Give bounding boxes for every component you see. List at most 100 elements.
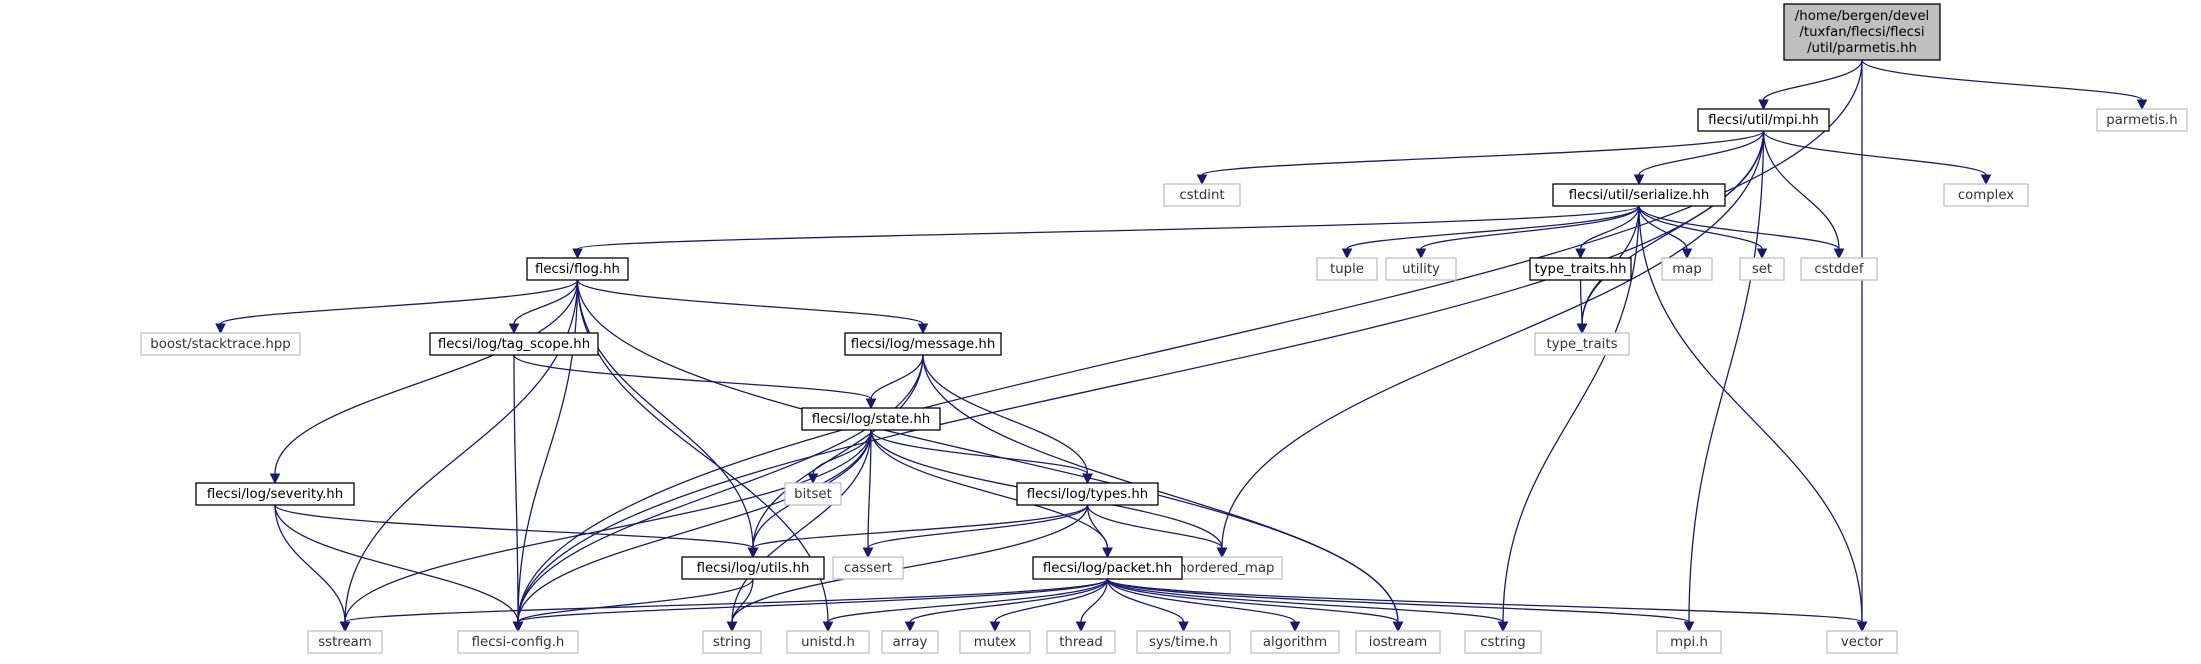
node-box <box>832 556 904 580</box>
node-box <box>1355 630 1441 654</box>
node-label: thread <box>1059 635 1103 650</box>
node-label: tuple <box>1330 262 1364 277</box>
node-label: sys/time.h <box>1149 635 1218 650</box>
node-sstream[interactable]: sstream <box>307 630 383 654</box>
node-vector[interactable]: vector <box>1826 630 1898 654</box>
node-box <box>1163 183 1241 207</box>
edge-types-hh-to-cassert <box>862 504 1089 559</box>
node-complex[interactable]: complex <box>1943 183 2029 207</box>
node-types-hh[interactable]: flecsi/log/types.hh <box>1016 482 1159 506</box>
node-cstring[interactable]: cstring <box>1464 630 1542 654</box>
node-flecsi-config-h[interactable]: flecsi-config.h <box>457 630 579 654</box>
node-type-traits[interactable]: type_traits <box>1534 332 1630 356</box>
edge-root-to-flecsi-config-h <box>512 59 1863 633</box>
node-map[interactable]: map <box>1661 257 1713 281</box>
edge-packet-hh-to-sys-time-h <box>1106 578 1189 633</box>
edge-root-to-parmetis-h <box>1861 59 2148 111</box>
node-sys-time-h[interactable]: sys/time.h <box>1136 630 1231 654</box>
node-packet-hh[interactable]: flecsi/log/packet.hh <box>1032 556 1183 580</box>
node-label: flecsi/log/state.hh <box>812 412 930 427</box>
edge-flog-hh-to-utils-hh <box>576 279 759 559</box>
node-label: flecsi-config.h <box>472 635 565 650</box>
node-box <box>702 630 762 654</box>
node-label: flecsi/flog.hh <box>535 262 620 277</box>
node-box <box>1534 332 1630 356</box>
node-label: flecsi/log/severity.hh <box>207 487 343 502</box>
node-label: flecsi/util/mpi.hh <box>1708 113 1819 128</box>
edge-packet-hh-to-array <box>904 578 1109 633</box>
edge-serialize-hh-to-flog-hh <box>572 205 1640 260</box>
node-unistd-h[interactable]: unistd.h <box>786 630 870 654</box>
edge-severity-hh-to-sstream <box>274 504 351 633</box>
node-unordered-map[interactable]: unordered_map <box>1161 556 1283 580</box>
edge-packet-hh-to-cstring <box>1106 578 1509 633</box>
node-label: iostream <box>1369 635 1427 650</box>
node-serialize-hh[interactable]: flecsi/util/serialize.hh <box>1552 183 1726 207</box>
node-box <box>457 630 579 654</box>
node-mpi-h[interactable]: mpi.h <box>1656 630 1722 654</box>
node-mpi-hh[interactable]: flecsi/util/mpi.hh <box>1697 108 1830 132</box>
node-state-hh[interactable]: flecsi/log/state.hh <box>801 407 941 431</box>
node-cstddef[interactable]: cstddef <box>1800 257 1878 281</box>
node-utility[interactable]: utility <box>1385 257 1457 281</box>
node-box <box>1529 257 1632 281</box>
edge-serialize-hh-to-set <box>1638 205 1768 260</box>
node-label: algorithm <box>1263 635 1327 650</box>
node-algorithm[interactable]: algorithm <box>1250 630 1340 654</box>
node-label: parmetis.h <box>2106 113 2177 128</box>
node-box <box>1656 630 1722 654</box>
node-tuple[interactable]: tuple <box>1316 257 1378 281</box>
edge-tag-scope-hh-to-flecsi-config-h <box>512 354 524 633</box>
node-utils-hh[interactable]: flecsi/log/utils.hh <box>681 556 825 580</box>
edge-flog-hh-to-boost-stacktrace <box>215 279 579 335</box>
edge-root-to-mpi-hh <box>1758 59 1863 111</box>
node-message-hh[interactable]: flecsi/log/message.hh <box>844 332 1002 356</box>
node-type-traits-hh[interactable]: type_traits.hh <box>1529 257 1632 281</box>
edge-packet-hh-to-iostream <box>1106 578 1404 633</box>
node-parmetis-h[interactable]: parmetis.h <box>2096 108 2188 132</box>
node-label: cstdint <box>1179 188 1224 203</box>
node-severity-hh[interactable]: flecsi/log/severity.hh <box>195 482 355 506</box>
node-tag-scope-hh[interactable]: flecsi/log/tag_scope.hh <box>429 332 599 356</box>
node-array[interactable]: array <box>881 630 939 654</box>
node-box <box>844 332 1002 356</box>
node-label: flecsi/log/tag_scope.hh <box>438 337 590 352</box>
node-iostream[interactable]: iostream <box>1355 630 1441 654</box>
edge-serialize-hh-to-utility <box>1415 205 1640 260</box>
edge-message-hh-to-state-hh <box>865 354 924 410</box>
node-label: type_traits <box>1546 337 1617 352</box>
node-cstdint[interactable]: cstdint <box>1163 183 1241 207</box>
edges-layer <box>215 59 2148 633</box>
node-box <box>2096 108 2188 132</box>
node-boost-stacktrace[interactable]: boost/stacktrace.hpp <box>140 332 301 356</box>
node-box <box>1464 630 1542 654</box>
node-cassert[interactable]: cassert <box>832 556 904 580</box>
node-label: unistd.h <box>801 635 855 650</box>
node-box <box>1800 257 1878 281</box>
edge-utils-hh-to-flecsi-config-h <box>512 578 754 633</box>
node-string[interactable]: string <box>702 630 762 654</box>
node-label: bitset <box>794 487 832 502</box>
node-set[interactable]: set <box>1739 257 1785 281</box>
node-box <box>140 332 301 356</box>
edge-packet-hh-to-vector <box>1106 578 1868 633</box>
node-thread[interactable]: thread <box>1046 630 1116 654</box>
node-label: cstring <box>1480 635 1525 650</box>
node-flog-hh[interactable]: flecsi/flog.hh <box>526 257 629 281</box>
node-mutex[interactable]: mutex <box>959 630 1031 654</box>
edge-serialize-hh-to-tuple <box>1341 205 1640 260</box>
node-root[interactable]: /home/bergen/devel/tuxfan/flecsi/flecsi/… <box>1783 3 1941 61</box>
node-box <box>1661 257 1713 281</box>
edge-types-hh-to-unordered-map <box>1086 504 1228 559</box>
node-box <box>1739 257 1785 281</box>
node-bitset[interactable]: bitset <box>784 482 842 506</box>
edge-packet-hh-to-flecsi-config-h <box>512 578 1109 633</box>
node-label: array <box>893 635 928 650</box>
node-label: unordered_map <box>1170 561 1275 576</box>
node-label: flecsi/log/types.hh <box>1027 487 1148 502</box>
node-label: flecsi/log/message.hh <box>851 337 996 352</box>
node-label: utility <box>1402 262 1440 277</box>
edge-flog-hh-to-severity-hh <box>269 279 579 485</box>
node-box <box>1385 257 1457 281</box>
